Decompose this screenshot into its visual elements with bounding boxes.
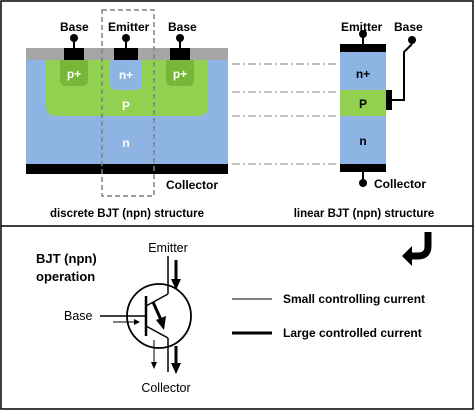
discrete-caption: discrete BJT (npn) structure [50,208,204,220]
transistor-emitter-leg [145,293,169,307]
discrete-emitter-label: Emitter [108,20,150,34]
bjt-operation: BJT (npn) operation Emitter Base Collect… [36,241,425,395]
linear-base-contact [386,90,392,110]
small-collector-current-arrowhead [151,362,157,369]
transistor-collector-leg [145,325,169,339]
linear-p-label: P [359,97,367,111]
symbol-collector-label: Collector [141,381,190,395]
linear-emitter-terminal [359,30,367,38]
discrete-bjt: Base Emitter Base p+ n+ p+ P n Collector… [26,9,228,220]
discrete-highlight-box [101,9,155,197]
emitter-current-arrowhead [171,279,181,290]
discrete-base-terminal-right [176,34,184,42]
linear-emitter-contact [340,44,386,52]
linear-base-label: Base [394,20,423,34]
discrete-p-region-label: P [122,99,130,113]
linear-base-lead [392,43,413,101]
discrete-n-plus-label: n+ [119,68,133,82]
discrete-base-contact-right [170,48,190,60]
linear-caption: linear BJT (npn) structure [294,208,435,220]
linear-collector-contact [340,164,386,172]
linear-collector-label: Collector [374,177,426,191]
symbol-emitter-label: Emitter [148,241,188,255]
linear-n-plus [340,52,386,90]
linear-emitter-label: Emitter [341,20,383,34]
discrete-emitter-terminal [122,34,130,42]
operation-title-line1: BJT (npn) [36,251,97,266]
discrete-p-plus-right [166,60,194,86]
discrete-p-plus-left-label: p+ [67,67,81,81]
linear-n-collector [340,116,386,164]
internal-current-arrowhead [156,316,166,330]
linear-base-terminal [408,36,416,44]
linear-collector-terminal [359,179,367,187]
discrete-base-terminal-left [70,34,78,42]
linear-bjt: Emitter Base n+ P n Collector linear BJT… [294,20,435,220]
discrete-p-plus-left [60,60,88,86]
discrete-n-plus-emitter [110,60,142,90]
base-current-arrowhead [134,319,140,325]
transition-arrow [402,232,432,266]
linear-p-base [340,90,386,116]
discrete-collector-contact [26,164,228,174]
operation-title-line2: operation [36,269,95,284]
linear-n-plus-label: n+ [356,67,370,81]
discrete-n-region-label: n [122,136,129,150]
legend-thick-label: Large controlled current [283,326,422,340]
discrete-base-right-label: Base [168,20,197,34]
legend-thin-label: Small controlling current [283,292,425,306]
linear-n-label: n [359,134,366,148]
discrete-emitter-contact [114,48,138,60]
transition-arrow-head [402,246,412,266]
discrete-base-left-label: Base [60,20,89,34]
discrete-collector-label: Collector [166,178,218,192]
collector-current-arrowhead [171,363,181,374]
transition-arrow-body [410,232,432,260]
alignment-guides [232,63,338,165]
discrete-p-plus-right-label: p+ [173,67,187,81]
discrete-base-contact-left [64,48,84,60]
symbol-base-label: Base [64,309,93,323]
